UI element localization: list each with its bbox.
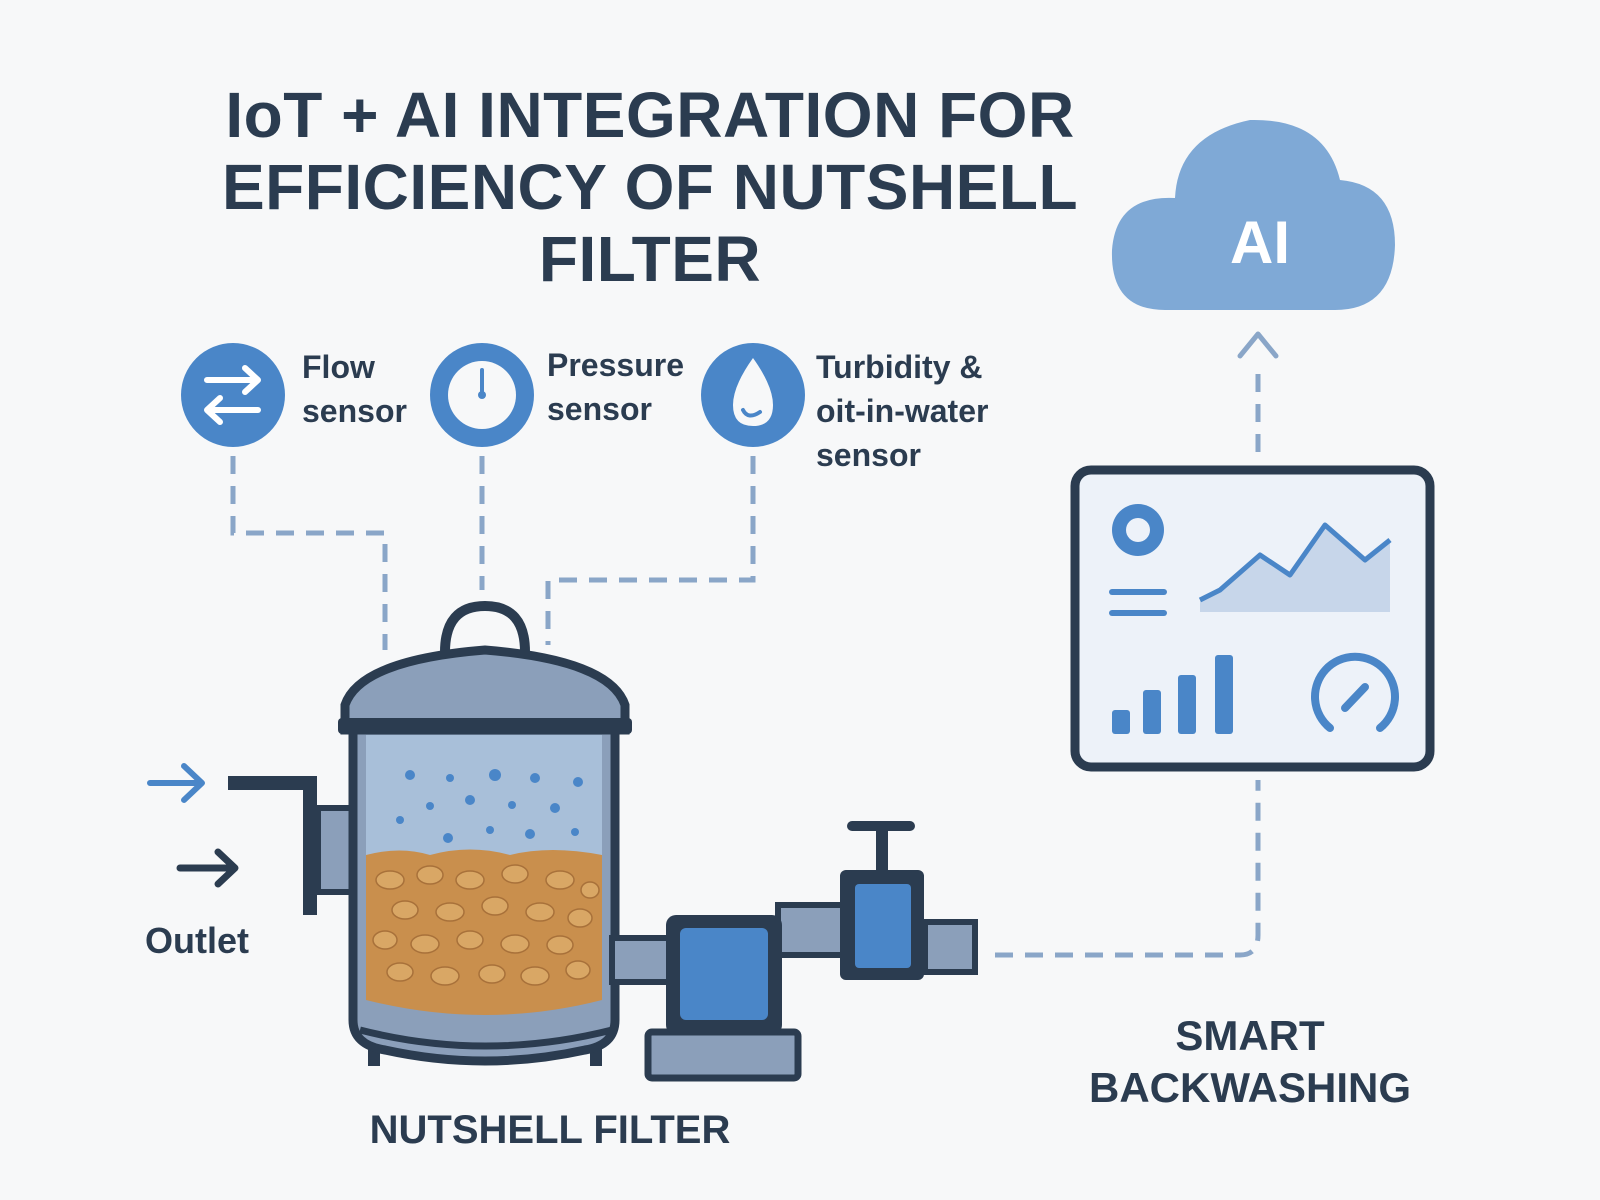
outlet-arrow-icon <box>176 848 239 888</box>
flow-sensor-label: Flow sensor <box>302 345 407 433</box>
pressure-sensor-label: Pressure sensor <box>547 343 684 431</box>
media-pellets <box>372 864 600 986</box>
sensor-connectors <box>230 368 1261 958</box>
valve-icon <box>840 821 924 980</box>
water-drop-icon <box>701 343 805 447</box>
flow-sensor-icon <box>181 343 285 447</box>
bubbles <box>396 769 583 843</box>
list-lines-icon <box>1109 589 1167 616</box>
status-disc-icon <box>1112 504 1164 556</box>
pressure-sensor-label-line-2: sensor <box>547 391 652 427</box>
outlet-pipeline <box>609 821 978 1082</box>
title-line-3: FILTER <box>538 223 762 295</box>
cloud-ai-label: AI <box>1230 209 1290 276</box>
pipe-to-dashboard-connector <box>995 780 1261 958</box>
up-arrow-icon <box>1237 331 1279 359</box>
turbidity-sensor-label-line-1: Turbidity & <box>816 349 983 385</box>
flow-sensor-label-line-2: sensor <box>302 393 407 429</box>
nutshell-filter-label: NUTSHELL FILTER <box>369 1108 731 1152</box>
flow-sensor-label-line-1: Flow <box>302 349 375 385</box>
pressure-sensor-label-line-1: Pressure <box>547 347 684 383</box>
turbidity-sensor-connector <box>545 456 756 645</box>
title-line-2: EFFICIENCY OF NUTSHELL <box>221 151 1079 223</box>
cloud-icon <box>1111 119 1395 310</box>
pressure-gauge-icon <box>430 343 534 447</box>
flow-sensor-connector <box>230 456 388 650</box>
smart-backwashing-label: SMART BACKWASHING <box>1060 1010 1440 1114</box>
pump-icon <box>644 915 802 1082</box>
smart-backwashing-line-1: SMART <box>1175 1012 1325 1059</box>
inlet-pipe <box>228 776 361 915</box>
turbidity-sensor-label: Turbidity & oit-in-water sensor <box>816 345 988 477</box>
nutshell-filter-vessel <box>338 600 632 1066</box>
trend-chart-icon <box>1198 522 1392 612</box>
monitoring-dashboard <box>1070 465 1435 772</box>
turbidity-sensor-label-line-2: oit-in-water <box>816 393 989 429</box>
smart-backwashing-line-2: BACKWASHING <box>1089 1064 1411 1111</box>
title-line-1: IoT + AI INTEGRATION FOR <box>225 79 1075 151</box>
turbidity-sensor-label-line-3: sensor <box>816 437 921 473</box>
inlet-arrow-icon <box>147 763 205 803</box>
outlet-label: Outlet <box>145 920 249 961</box>
speed-gauge-icon <box>1311 652 1399 732</box>
bar-chart-icon <box>1112 655 1233 734</box>
